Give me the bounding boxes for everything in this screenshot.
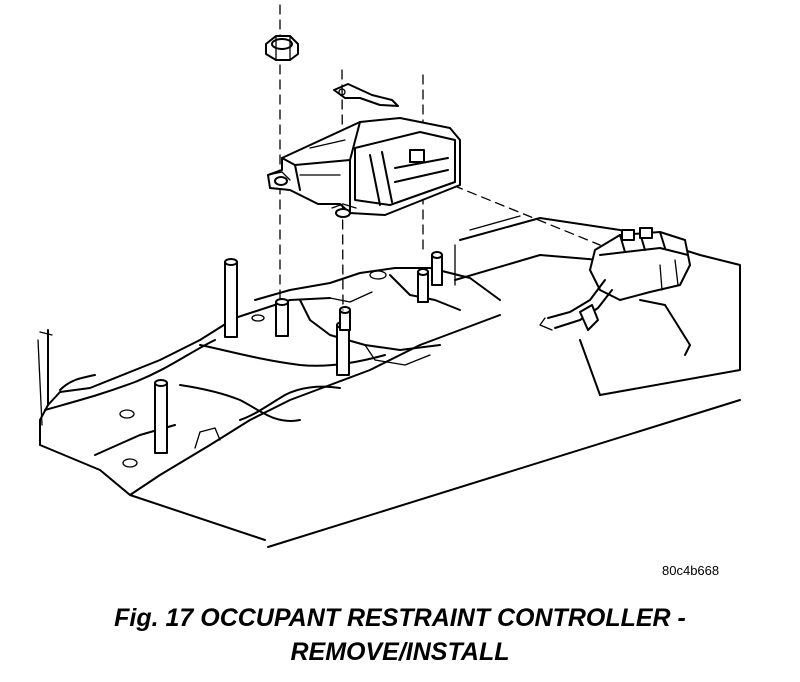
wire-harness-connector <box>539 227 691 331</box>
floor-edge-line <box>267 399 741 548</box>
figure-reference-code: 80c4b668 <box>662 563 720 578</box>
mounting-studs <box>154 251 443 454</box>
figure-caption-line1: Fig. 17 OCCUPANT RESTRAINT CONTROLLER - <box>114 604 686 632</box>
figure-caption-line2: REMOVE/INSTALL <box>290 638 510 666</box>
occupant-restraint-controller <box>267 117 461 218</box>
side-panel <box>454 215 741 396</box>
floor-pan-bracket <box>37 267 501 541</box>
bracket-clip <box>333 83 399 107</box>
controller-exploded-view-drawing <box>37 4 741 548</box>
retaining-nut <box>265 35 299 61</box>
